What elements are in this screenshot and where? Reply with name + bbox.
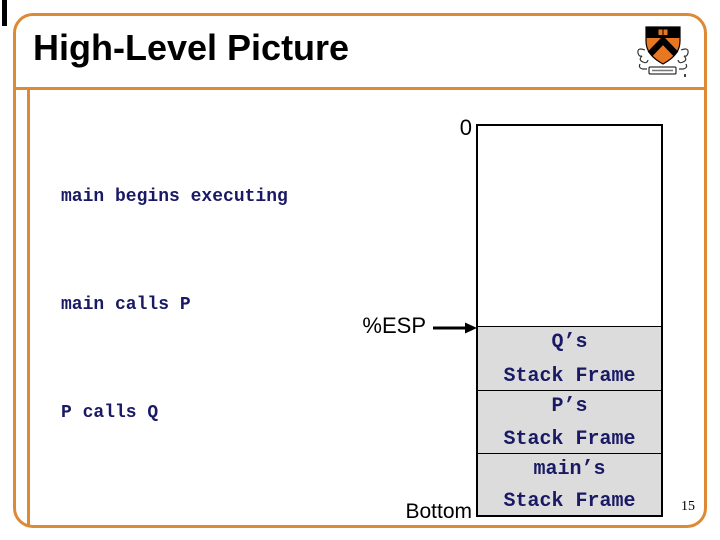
page-number: 15 — [681, 499, 695, 514]
frame-owner-label: P’s — [551, 395, 588, 418]
stack-bottom-label: Bottom — [405, 500, 472, 523]
top-left-mark — [2, 0, 7, 26]
body-left-accent-line — [27, 90, 30, 526]
stack-frame-p: P’s Stack Frame — [478, 390, 661, 453]
frame-owner-label: Q’s — [551, 331, 588, 354]
slide-border — [13, 13, 707, 528]
narration-line-1: main begins executing — [61, 187, 288, 207]
crest-right-ornament — [677, 48, 689, 70]
shield-chevron — [647, 35, 679, 57]
narration-line-3: P calls Q — [61, 403, 159, 423]
esp-register-label: %ESP — [362, 313, 426, 338]
address-zero-label: 0 — [459, 115, 472, 140]
frame-title-label: Stack Frame — [503, 365, 636, 388]
narration-lines: main begins executing main calls P P cal… — [61, 107, 288, 503]
crest-signature-mark — [684, 74, 686, 77]
stack-frame-q: Q’s Stack Frame — [478, 326, 661, 390]
narration-line-2: main calls P — [61, 295, 191, 315]
frame-title-label: Stack Frame — [503, 428, 636, 451]
frame-title-label: Stack Frame — [503, 490, 636, 513]
crest-left-ornament — [637, 48, 649, 70]
esp-arrow-icon — [433, 322, 477, 334]
title-divider-line — [14, 87, 706, 90]
stack-diagram: Q’s Stack Frame P’s Stack Frame main’s S… — [476, 124, 663, 517]
princeton-shield-logo — [637, 26, 689, 77]
slide-title: High-Level Picture — [33, 27, 350, 68]
stack-frame-main: main’s Stack Frame — [478, 453, 661, 515]
stack-free-space — [478, 126, 661, 326]
frame-owner-label: main’s — [533, 458, 606, 481]
